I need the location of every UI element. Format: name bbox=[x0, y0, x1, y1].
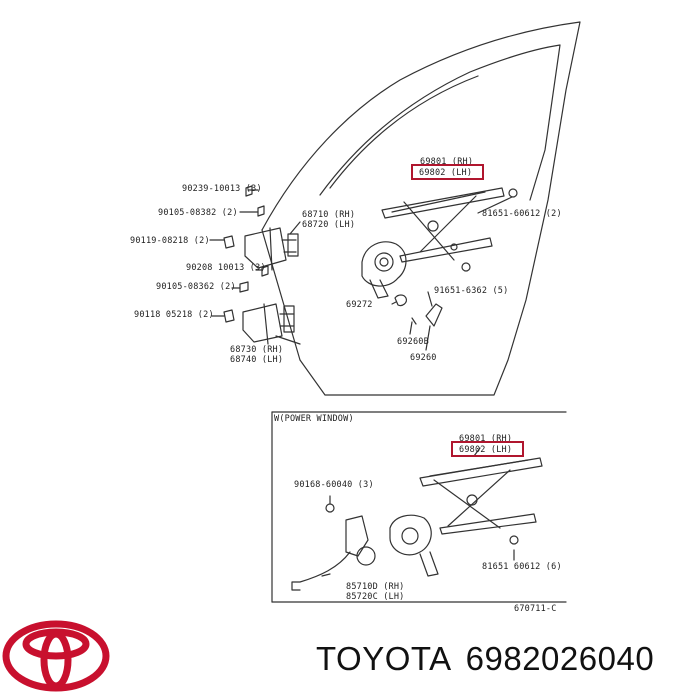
power-regulator-rail-lower bbox=[439, 513, 537, 535]
label-regulator-lh: 69802 (LH) bbox=[419, 168, 473, 178]
footer-brand-line: TOYOTA 6982026040 bbox=[316, 640, 668, 678]
brand-name: TOYOTA bbox=[316, 640, 452, 677]
label-bolt-8: 91651-6362 (5) bbox=[434, 286, 509, 296]
label-bolt-5: 90105-08362 (2) bbox=[156, 282, 236, 292]
door-frame-outline bbox=[261, 21, 581, 396]
label-bolt-7: 81651-60612 (2) bbox=[482, 209, 562, 219]
label-power-regulator-rh: 69801 (RH) bbox=[459, 434, 513, 444]
label-bolt-2: 90105-08382 (2) bbox=[158, 208, 238, 218]
label-regulator-rh: 69801 (RH) bbox=[420, 157, 474, 167]
door-window-outline bbox=[319, 44, 561, 201]
label-hinge-lower-rh: 68730 (RH) bbox=[230, 345, 284, 355]
label-part-69260: 69260 bbox=[410, 353, 437, 363]
regulator-gear bbox=[361, 241, 407, 287]
regulator-rail-top bbox=[381, 187, 505, 219]
part-highlight-upper bbox=[411, 164, 484, 180]
window-motor bbox=[389, 514, 432, 556]
label-bolt-3: 90119-08218 (2) bbox=[130, 236, 210, 246]
regulator-rail-lower bbox=[399, 237, 493, 263]
toyota-logo-icon bbox=[2, 620, 110, 692]
label-part-69260b: 69260B bbox=[397, 337, 429, 347]
label-bolt-1: 90239-10013 (3) bbox=[182, 184, 262, 194]
label-bolt-4: 90208 10013 (3) bbox=[186, 263, 266, 273]
part-number: 6982026040 bbox=[465, 640, 655, 677]
label-hinge-upper-lh: 68720 (LH) bbox=[302, 220, 356, 230]
section-title: W(POWER WINDOW) bbox=[274, 414, 354, 424]
label-hinge-upper-rh: 68710 (RH) bbox=[302, 210, 356, 220]
label-bolt-6: 90118 05218 (2) bbox=[134, 310, 214, 320]
label-power-bolt-2: 81651 60612 (6) bbox=[482, 562, 562, 572]
label-hinge-lower-lh: 68740 (LH) bbox=[230, 355, 284, 365]
label-power-regulator-lh: 69802 (LH) bbox=[459, 445, 513, 455]
label-motor-rh: 85710D (RH) bbox=[346, 582, 405, 592]
label-power-bolt-1: 90168-60040 (3) bbox=[294, 480, 374, 490]
label-part-69272: 69272 bbox=[346, 300, 373, 310]
label-motor-lh: 85720C (LH) bbox=[346, 592, 405, 602]
label-drawing-number: 670711-C bbox=[514, 604, 557, 614]
hinge-upper bbox=[244, 227, 287, 269]
power-regulator-rail-top bbox=[419, 457, 543, 487]
part-highlight-lower bbox=[451, 441, 524, 457]
